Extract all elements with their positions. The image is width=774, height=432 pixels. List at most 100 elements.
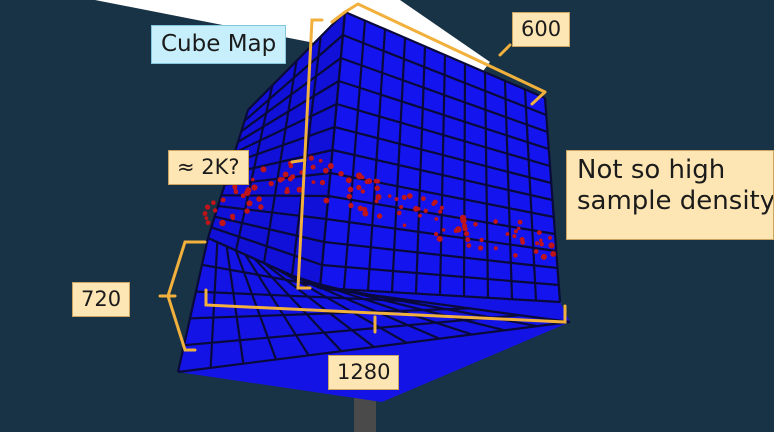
sample-point	[399, 205, 404, 209]
sample-point	[205, 220, 211, 226]
left-face-gridline	[237, 80, 340, 143]
sample-point	[539, 238, 543, 243]
sample-point	[547, 235, 553, 240]
sample-point	[310, 164, 316, 170]
sample-point	[431, 201, 436, 206]
sample-point	[323, 197, 330, 204]
sample-point	[362, 210, 369, 217]
sample-point	[374, 199, 379, 204]
right-face-gridline	[342, 33, 547, 117]
bottom-face-gridline	[177, 320, 571, 374]
sample-point	[282, 171, 289, 178]
bottom-face-gridline	[189, 307, 471, 320]
left-face-gridline	[214, 215, 325, 244]
sample-point	[465, 237, 471, 243]
label-approx-2k: ≈ 2K?	[168, 150, 249, 185]
bottom-face-gridline	[183, 314, 521, 347]
sample-point	[375, 194, 382, 200]
sample-point	[219, 219, 226, 227]
label-720: 720	[72, 282, 131, 317]
sample-point	[296, 186, 303, 193]
sample-point	[407, 193, 413, 199]
sample-point	[439, 205, 444, 210]
bottom-face-gridline	[263, 262, 375, 348]
sample-point	[434, 217, 439, 221]
bottom-face-gridline	[244, 254, 310, 356]
label-1280: 1280	[328, 355, 400, 390]
right-face-gridline	[321, 263, 559, 287]
sample-point	[387, 194, 392, 198]
sample-point	[251, 177, 255, 182]
sample-point	[345, 177, 352, 184]
sample-point	[462, 226, 468, 232]
sample-point	[284, 189, 289, 195]
sample-point	[478, 245, 484, 251]
right-face-gridline	[340, 56, 548, 134]
sample-point	[355, 172, 363, 179]
sample-point	[251, 184, 258, 191]
sample-point	[364, 179, 370, 185]
sample-point	[394, 197, 399, 202]
sample-point	[376, 213, 383, 219]
sample-point	[346, 193, 352, 200]
sample-point	[288, 163, 294, 169]
sample-point	[240, 193, 246, 199]
sample-point	[536, 230, 542, 236]
sample-point	[348, 202, 354, 209]
sample-point	[438, 209, 443, 214]
support-pole	[354, 392, 376, 432]
sample-point	[318, 158, 323, 163]
sample-point	[418, 213, 422, 218]
sample-point	[460, 217, 467, 224]
sample-point	[436, 235, 443, 242]
sample-point	[473, 222, 478, 227]
sample-point	[441, 228, 446, 232]
projection-beam	[95, 0, 490, 88]
brace-1280	[204, 288, 567, 334]
sample-point	[245, 187, 252, 194]
sample-point	[374, 185, 380, 191]
sample-point	[540, 253, 547, 260]
density-note-line-2: sample density	[577, 186, 774, 217]
sample-point	[268, 181, 274, 187]
sample-point	[211, 200, 216, 205]
bottom-face-gridline	[176, 237, 210, 373]
sample-point	[455, 226, 462, 233]
sample-point	[479, 237, 484, 243]
sample-point	[520, 239, 526, 245]
sample-point	[401, 194, 407, 200]
sample-point	[327, 163, 334, 169]
sample-point	[220, 197, 226, 203]
right-face-gridline	[324, 240, 558, 270]
sample-point	[204, 204, 211, 210]
bottom-face-gridline	[253, 258, 343, 352]
cube-map-title: Cube Map	[151, 25, 287, 64]
bottom-face-gridline	[272, 266, 408, 344]
sample-point	[260, 166, 267, 173]
label-600: 600	[512, 12, 571, 47]
right-face-gridline	[334, 125, 552, 185]
sample-point	[212, 208, 218, 213]
sample-point	[512, 234, 517, 239]
sample-point	[347, 186, 354, 193]
sample-point	[204, 216, 209, 221]
left-face-gridline	[221, 194, 329, 198]
sample-point	[338, 171, 344, 177]
sample-point	[493, 246, 498, 251]
right-face-gridline	[338, 79, 550, 151]
brace-720	[158, 240, 207, 352]
sample-point	[421, 196, 426, 202]
sample-point	[258, 204, 264, 210]
right-face-gridline	[336, 102, 551, 168]
right-face-gridline	[332, 148, 553, 202]
sample-point	[360, 189, 365, 194]
sample-point	[434, 232, 439, 237]
sample-point	[423, 208, 428, 213]
brace-2k	[290, 18, 324, 290]
sample-point	[356, 184, 362, 191]
left-face-gridline	[247, 11, 346, 111]
sample-point	[308, 155, 314, 161]
sample-point	[402, 223, 407, 228]
bottom-face-gridline	[234, 250, 278, 360]
